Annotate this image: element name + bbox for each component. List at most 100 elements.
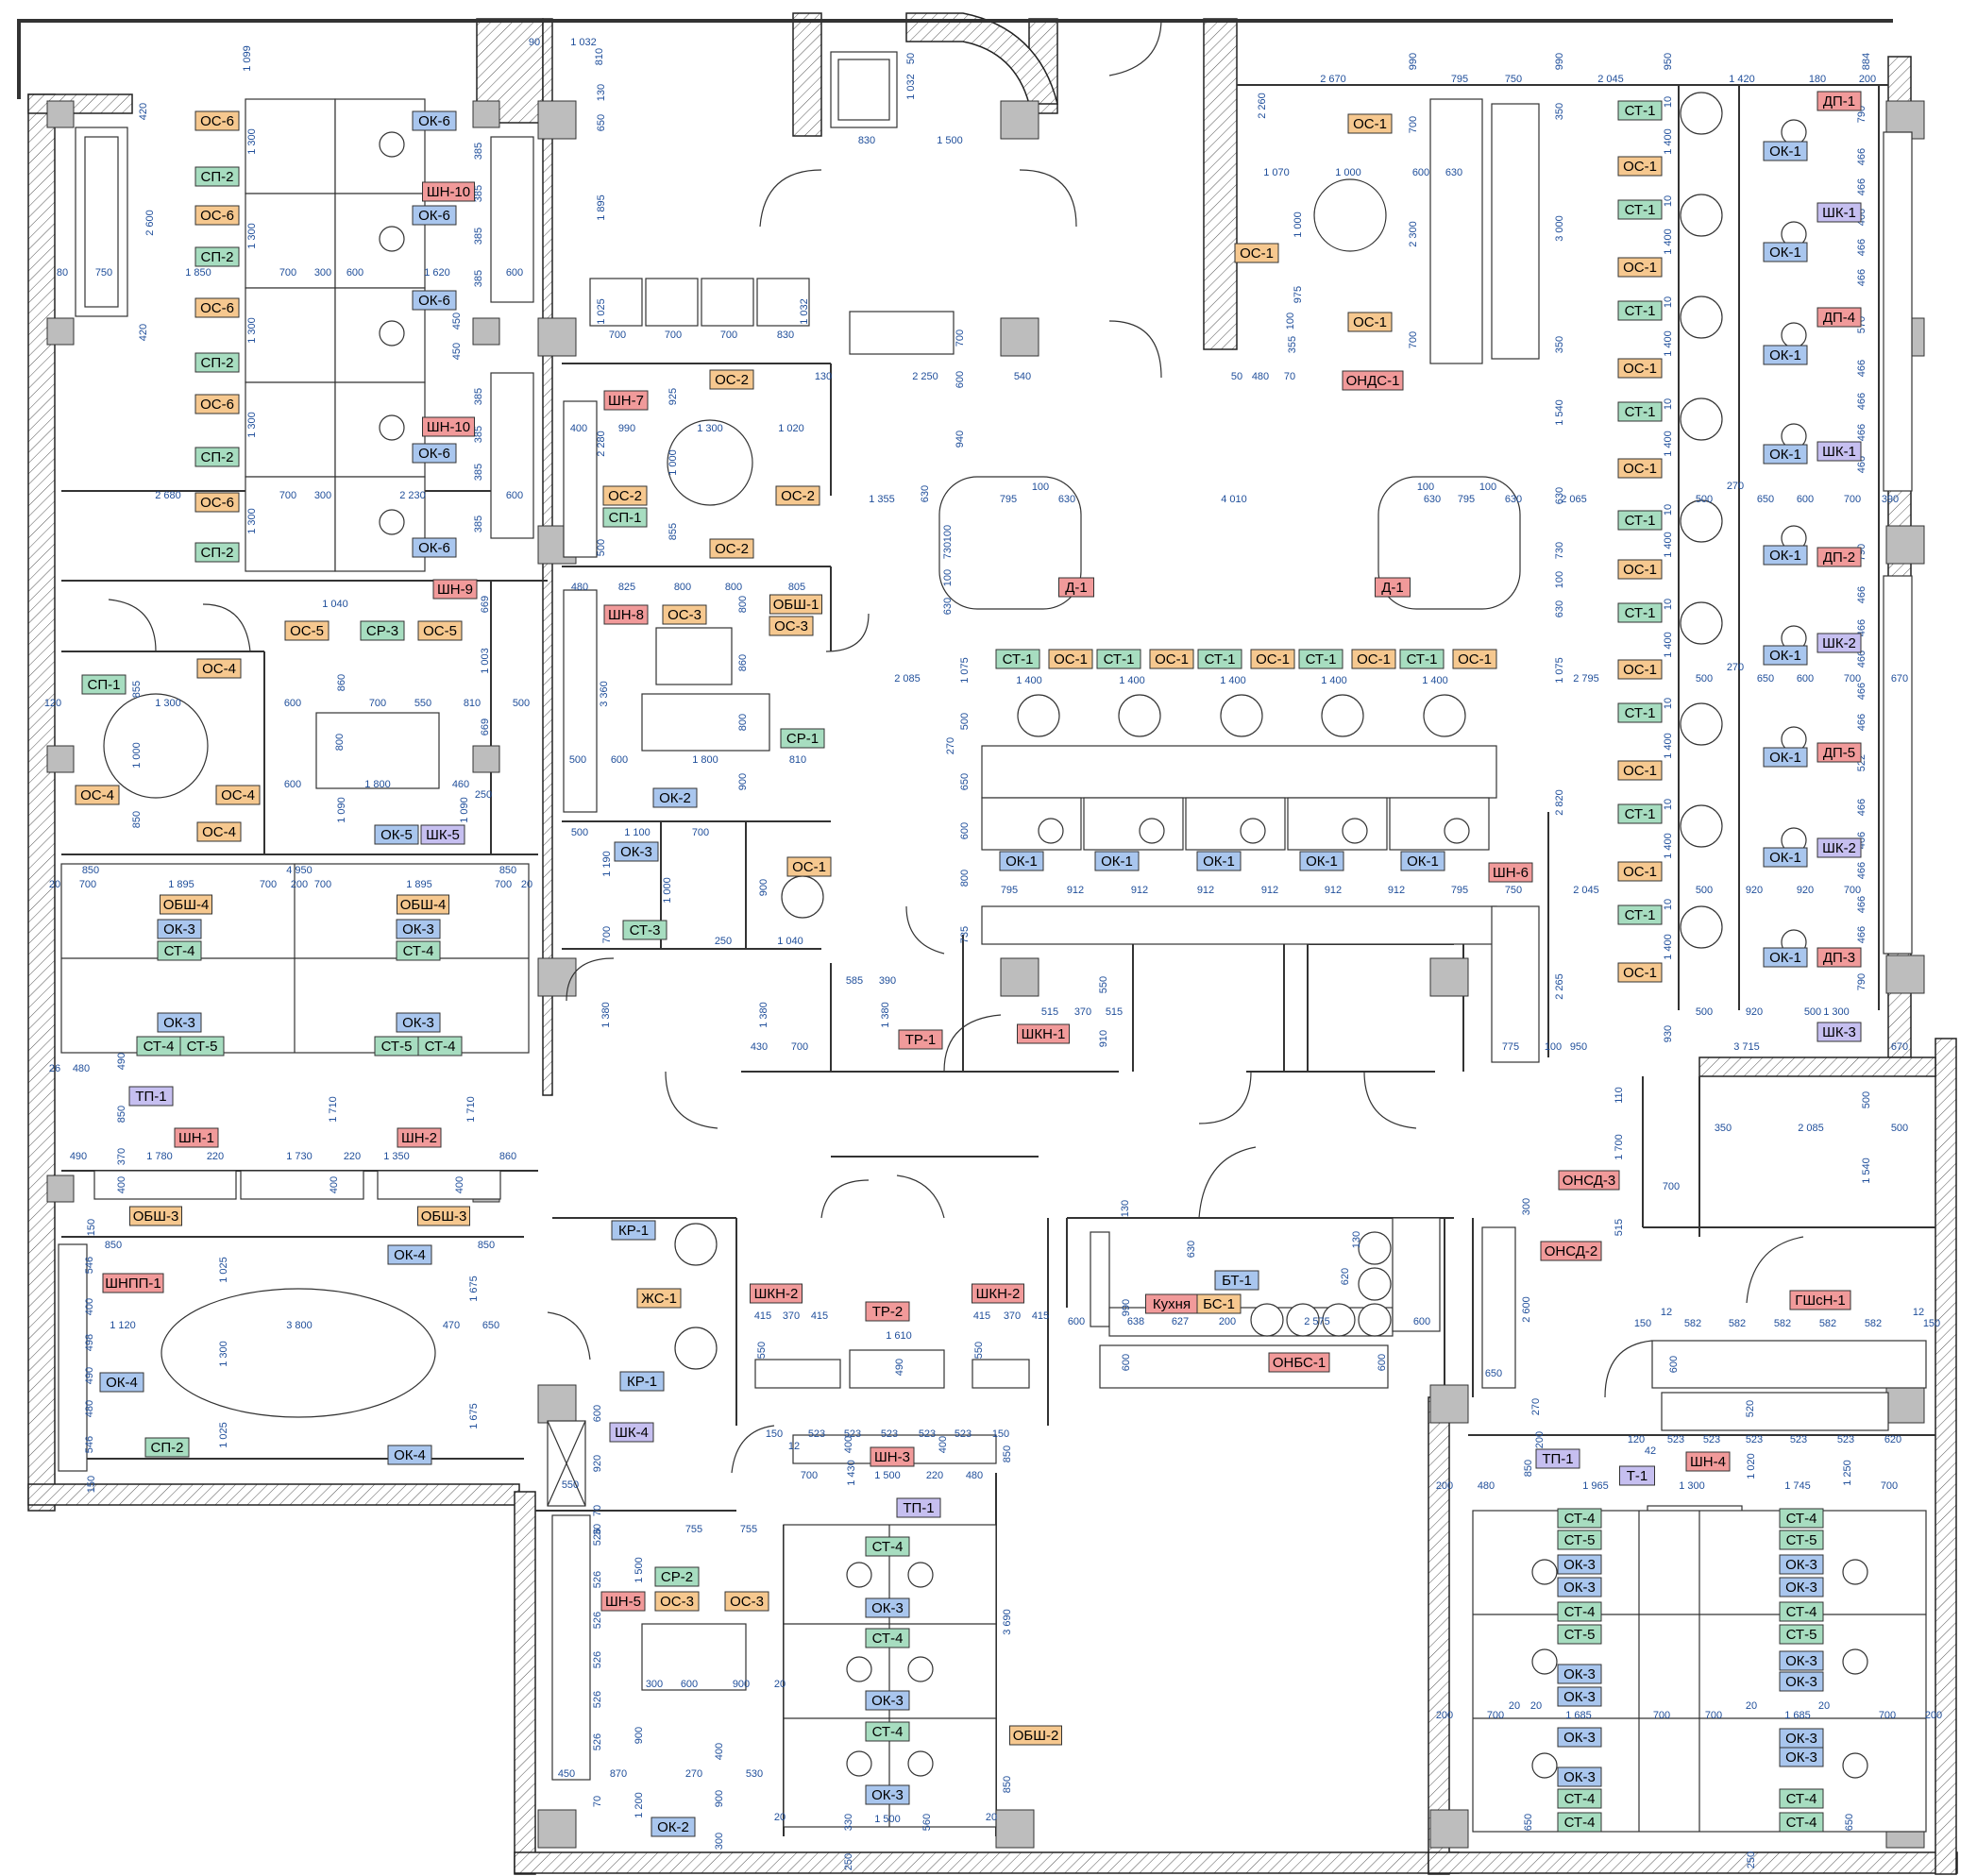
dimension-label: 930 — [1663, 1025, 1674, 1042]
tag-label: ДП-4 — [1823, 310, 1855, 326]
tag-label: СТ-4 — [1786, 1791, 1817, 1807]
tag-ст: СТ-4 — [1557, 1508, 1602, 1529]
dimension-label: 1 400 — [1663, 128, 1674, 155]
dimension-label: 950 — [1663, 53, 1674, 70]
tag-label: ОС-4 — [221, 787, 255, 803]
dimension-label: 1 400 — [1663, 632, 1674, 658]
dimension-label: 10 — [1663, 296, 1674, 308]
tag-label: СТ-4 — [872, 1724, 904, 1740]
tag-box — [1816, 837, 1862, 858]
dimension-label: 523 — [1703, 1434, 1720, 1445]
dimension-label: 750 — [1505, 885, 1522, 896]
tag-шкн: ШКН-2 — [972, 1283, 1024, 1304]
tag-box — [1557, 1577, 1602, 1597]
dimension-label: 70 — [592, 1796, 603, 1807]
tag-box — [420, 824, 465, 845]
tag-box — [602, 485, 648, 506]
dimension-label: 1 075 — [1554, 657, 1565, 684]
tag-ок: ОК-3 — [1779, 1747, 1824, 1767]
dimension-label: 1 300 — [218, 1341, 229, 1367]
tag-label: ОК-3 — [1563, 1730, 1596, 1746]
dimension-label: 20 — [521, 879, 532, 890]
tag-label: ОС-4 — [202, 661, 236, 677]
dimension-label: 1 000 — [1335, 167, 1361, 178]
tag-label: СП-2 — [201, 169, 234, 185]
tag-шн: ШН-9 — [432, 579, 478, 600]
dimension-label: 400 — [843, 1436, 854, 1453]
tag-ст: СТ-5 — [1779, 1624, 1824, 1645]
tag-box — [896, 1497, 941, 1518]
dimension-label: 1 000 — [131, 742, 143, 769]
tag-box — [1617, 659, 1663, 680]
dimension-label: 385 — [473, 464, 484, 481]
dimension-label: 1 895 — [406, 879, 432, 890]
tag-label: ОС-1 — [1458, 651, 1492, 668]
dimension-label: 2 600 — [1521, 1296, 1532, 1323]
dimension-label: 795 — [1451, 74, 1468, 85]
dimension-label: 120 — [1628, 1434, 1645, 1445]
tag-box — [786, 856, 832, 877]
tag-box — [422, 181, 475, 202]
dimension-label: 100 — [1545, 1041, 1562, 1053]
tag-box — [194, 447, 240, 467]
dimension-label: 500 — [513, 698, 530, 709]
tag-label: ОС-1 — [1353, 116, 1387, 132]
dimension-label: 20 — [774, 1679, 786, 1690]
tag-label: ОК-1 — [1203, 853, 1235, 870]
tag-box — [1557, 1664, 1602, 1684]
dimension-label: 1 500 — [634, 1557, 645, 1583]
dimension-label: 600 — [284, 779, 301, 790]
tag-box — [1234, 243, 1279, 263]
tag-box — [1196, 851, 1242, 871]
tag-label: СТ-5 — [1564, 1627, 1596, 1643]
tag-label: ШН-2 — [401, 1130, 437, 1146]
dimension-label: 800 — [674, 582, 691, 593]
dimension-label: 180 — [1809, 74, 1826, 85]
tag-box — [1685, 1451, 1731, 1472]
tag-label: ОС-2 — [608, 488, 642, 504]
tag-label: ОК-3 — [1785, 1749, 1817, 1766]
dimension-label: 20 — [1530, 1700, 1542, 1712]
dimension-label: 700 — [720, 330, 737, 341]
dimension-label: 1 540 — [1554, 399, 1565, 426]
tag-box — [1789, 1290, 1851, 1310]
dimension-label: 200 — [1859, 74, 1876, 85]
dimension-label: 466 — [1856, 178, 1867, 195]
tag-ст: СТ-1 — [1617, 803, 1663, 824]
tag-label: СТ-1 — [1625, 605, 1656, 621]
tag-box — [769, 594, 822, 615]
dimension-label: 150 — [86, 1476, 97, 1493]
dimension-label: 450 — [451, 343, 463, 360]
tag-тп: ТП-1 — [1535, 1448, 1580, 1469]
tag-label: Кухня — [1153, 1296, 1191, 1312]
dimension-label: 490 — [84, 1367, 95, 1384]
dimension-label: 466 — [1856, 896, 1867, 913]
dimension-label: 150 — [766, 1428, 783, 1440]
dimension-label: 480 — [1252, 371, 1269, 382]
tag-box — [603, 604, 649, 625]
tag-label: ШН-5 — [605, 1594, 641, 1610]
dimension-label: 10 — [1663, 698, 1674, 709]
dimension-label: 1 000 — [667, 449, 679, 476]
dimension-label: 700 — [1487, 1710, 1504, 1721]
dimension-label: 4 950 — [286, 865, 313, 876]
tag-ст: СТ-4 — [1557, 1601, 1602, 1622]
tag-box — [1779, 1671, 1824, 1692]
dimension-label: 1 700 — [1614, 1134, 1625, 1160]
tag-дп: ДП-4 — [1816, 307, 1862, 328]
tag-label: СТ-4 — [403, 943, 434, 959]
tag-ст: СТ-1 — [1096, 649, 1141, 669]
tag-box — [609, 1422, 654, 1443]
dimension-label: 900 — [714, 1790, 725, 1807]
tag-box — [654, 1566, 700, 1587]
tag-label: ОК-4 — [106, 1375, 138, 1391]
dimension-label: 600 — [611, 754, 628, 766]
tag-box — [1347, 312, 1393, 332]
dimension-label: 650 — [959, 773, 971, 790]
tag-label: СТ-4 — [1564, 1511, 1596, 1527]
tag-ок: ОК-4 — [387, 1445, 432, 1465]
tag-ос: ОС-2 — [602, 485, 648, 506]
dimension-label: 526 — [592, 1529, 603, 1546]
tag-label: ОК-1 — [1769, 950, 1801, 966]
dimension-label: 400 — [454, 1176, 465, 1193]
